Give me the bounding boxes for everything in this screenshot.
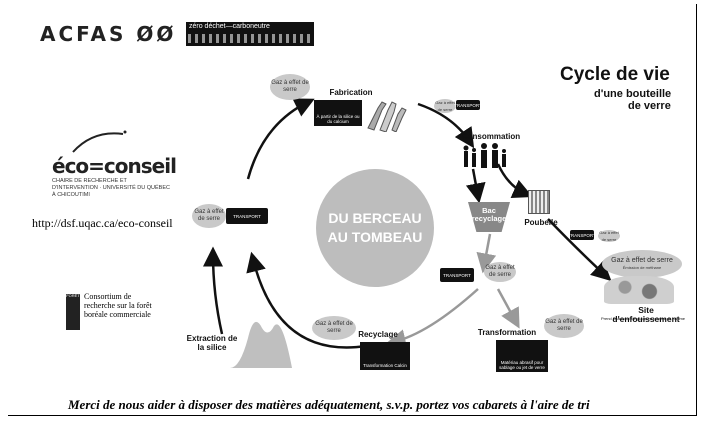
truck-icon: TRANSPORT <box>454 100 482 110</box>
ges-cloud-fabrication: Gaz à effet de serre <box>270 74 310 100</box>
sponsor-url[interactable]: http://dsf.uqac.ca/eco-conseil <box>32 216 173 230</box>
ges-cloud-recyclage: Gaz à effet de serre <box>312 316 356 340</box>
methane-note: Émission de méthane <box>622 265 662 270</box>
stage-recyclage: Recyclage <box>358 330 398 339</box>
ges-cloud-extraction: Gaz à effet de serre <box>192 204 226 228</box>
ges-cloud-poubelle: Gaz à effet de serre <box>598 230 620 242</box>
banner-text: zéro déchet—carboneutre <box>189 23 270 30</box>
silica-hill-icon <box>230 321 292 368</box>
truck-icon: TRANSPORT <box>226 208 268 224</box>
zero-dechet-banner: zéro déchet—carboneutre <box>186 22 314 46</box>
ges-cloud-consommation: Gaz à effet de serre <box>434 99 456 113</box>
recyclage-factory-icon: Transformation Calcin <box>360 342 410 370</box>
ges-label: Gaz à effet de serre <box>611 257 673 264</box>
consortium-name: Consortium de recherche sur la forêt bor… <box>84 292 152 319</box>
stage-consommation: Consommation <box>461 132 521 141</box>
foret-logo-icon: FORÊT <box>66 293 80 330</box>
transformation-factory-icon: Matériau abrasif pour sablage ou jet de … <box>496 340 548 372</box>
truck-icon: TRANSPORT <box>440 268 474 282</box>
poster: ACFAS ØØ zéro déchet—carboneutre Cycle d… <box>8 4 697 416</box>
stage-transformation: Transformation <box>477 328 537 337</box>
acfas-logo: ACFAS ØØ <box>40 22 177 46</box>
people-icon <box>463 143 506 168</box>
page-subtitle-line1: d'une bouteille <box>594 88 672 100</box>
eco-conseil-arc-icon <box>72 130 127 153</box>
cycle-center: DU BERCEAU AU TOMBEAU <box>316 169 434 287</box>
page-title: Cycle de vie <box>560 64 670 85</box>
banner-stripes <box>188 34 310 43</box>
stage-site-enfouissement: Site d'enfouissement <box>612 305 680 324</box>
stage-extraction: Extraction de la silice <box>186 334 238 352</box>
eco-conseil-logo: éco=conseil <box>52 154 177 178</box>
ges-cloud-transformation: Gaz à effet de serre <box>544 314 584 338</box>
ges-cloud-enfouissement: Gaz à effet de serre Émission de méthane <box>602 250 682 278</box>
cycle-arrows <box>203 98 612 349</box>
center-line1: DU BERCEAU <box>328 210 422 226</box>
truck-icon: TRANSPORT <box>568 230 596 240</box>
landfill-icon <box>604 276 674 304</box>
trash-bin-icon <box>528 190 550 214</box>
page-subtitle-line2: de verre <box>628 100 671 112</box>
stage-poubelle: Poubelle <box>524 218 558 227</box>
ges-cloud-transport: Gaz à effet de serre <box>484 262 516 282</box>
fabrication-factory-icon: À partir de la silice ou du calcium <box>314 100 362 126</box>
foret-logo-text: FORÊT <box>66 293 80 298</box>
glass-bottles-icon <box>367 101 407 132</box>
center-line2: AU TOMBEAU <box>327 229 423 245</box>
site-note: Prend beaucoup de place en termes de vol… <box>600 316 686 321</box>
footer-message: Merci de nous aider à disposer des matiè… <box>68 397 590 412</box>
stage-fabrication: Fabrication <box>329 88 373 97</box>
eco-conseil-subtitle: CHAIRE DE RECHERCHE ET D'INTERVENTION · … <box>52 178 170 198</box>
